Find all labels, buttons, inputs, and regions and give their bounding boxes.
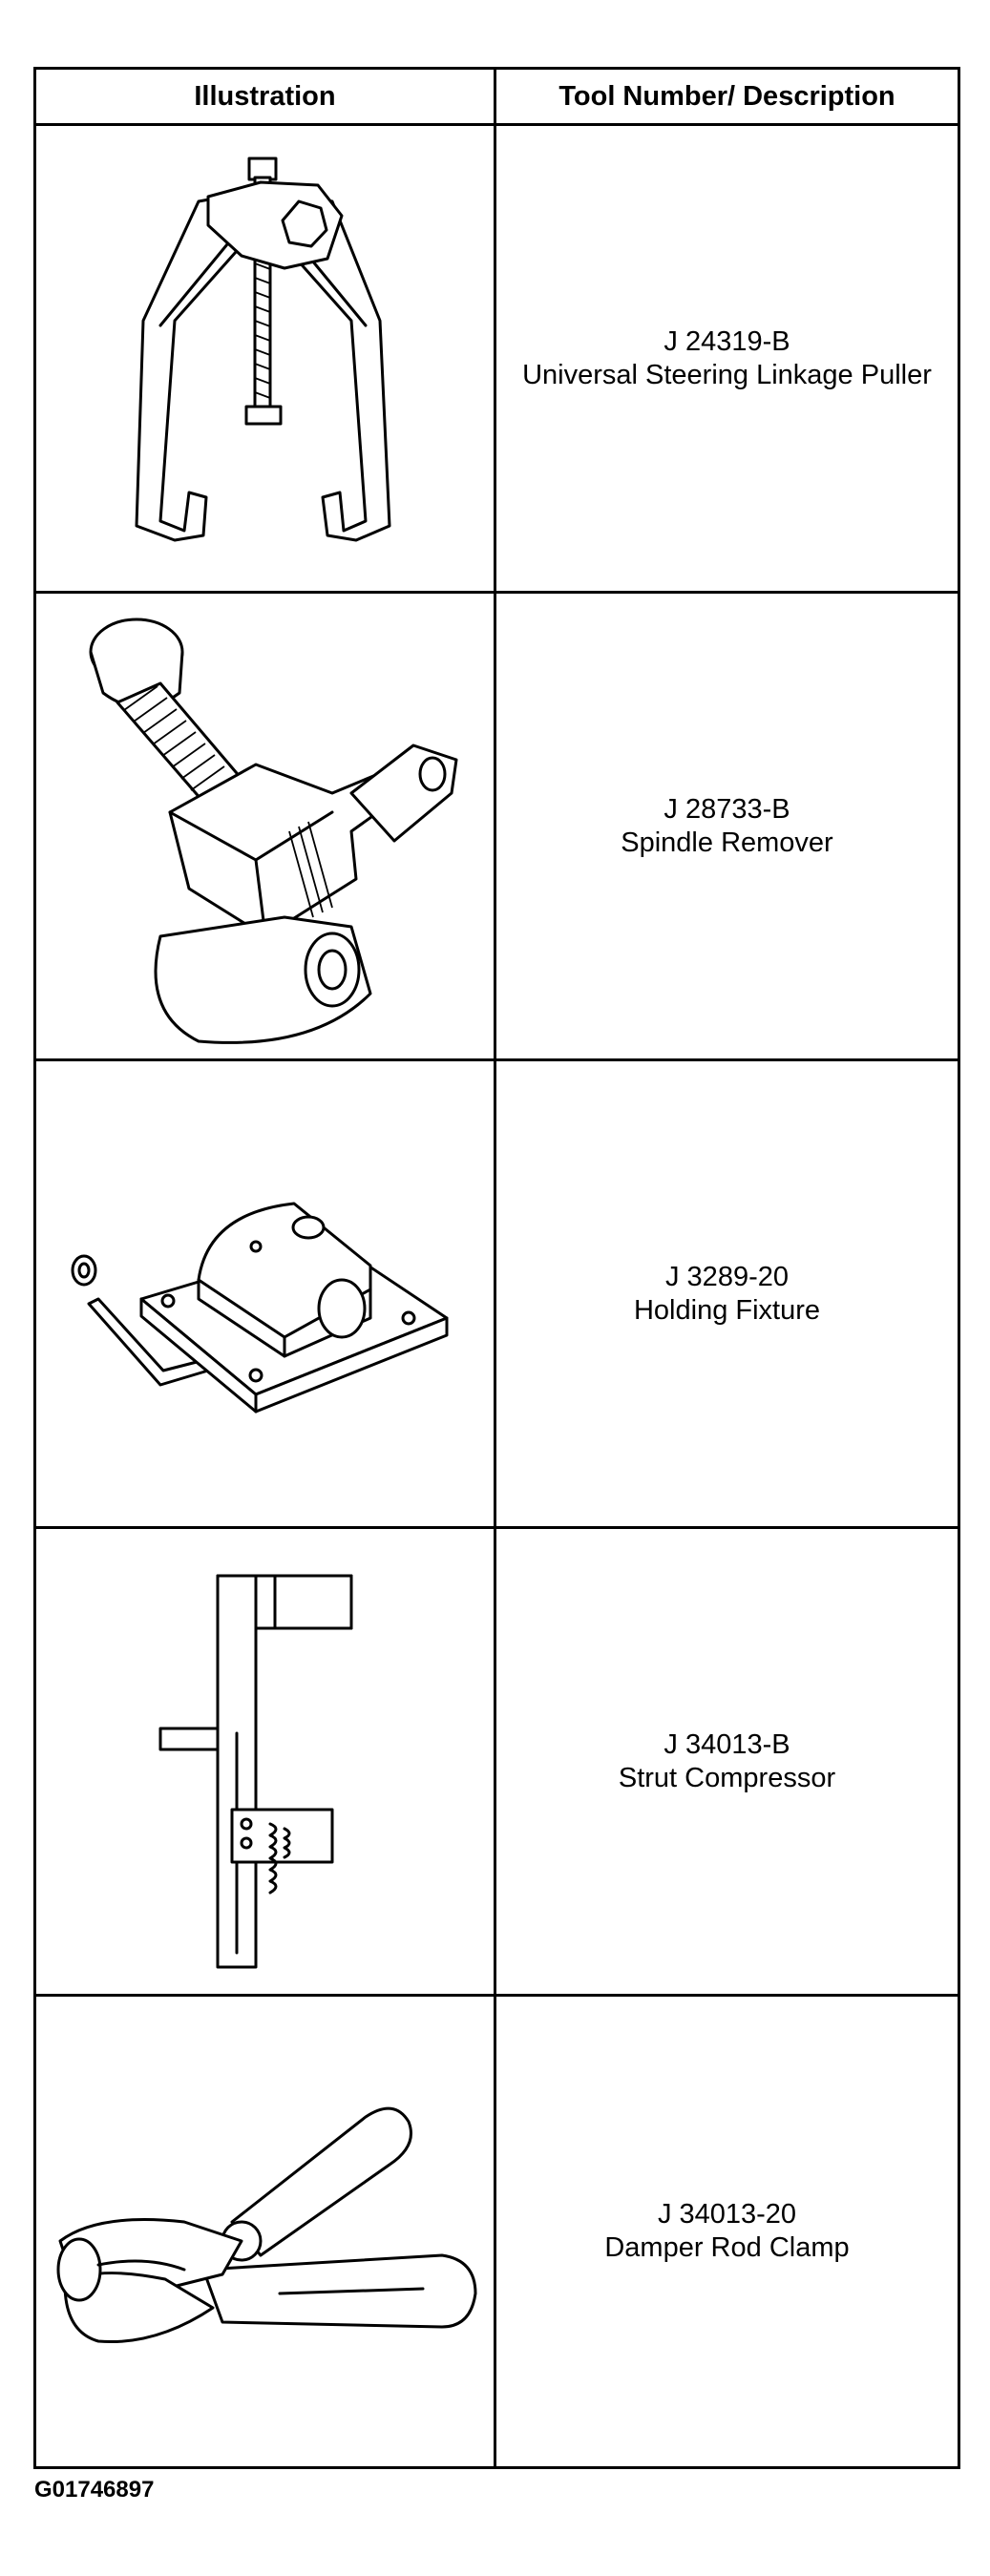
tool-description-cell: J 34013-B Strut Compressor [494, 1526, 960, 1997]
illustration-cell [33, 591, 496, 1061]
table-row: J 28733-B Spindle Remover [33, 591, 960, 1061]
damper-rod-clamp-icon [56, 2106, 476, 2344]
tool-description-cell: J 34013-20 Damper Rod Clamp [494, 1994, 960, 2469]
table-row: J 3289-20 Holding Fixture [33, 1058, 960, 1529]
figure-id: G01746897 [34, 2477, 155, 2503]
header-illustration: Illustration [33, 67, 496, 126]
tool-table: Illustration Tool Number/ Description [33, 67, 960, 2469]
steering-linkage-puller-icon [135, 157, 390, 541]
tool-number: J 24319-B [664, 325, 790, 357]
tool-number: J 34013-B [664, 1728, 790, 1760]
strut-compressor-icon [158, 1574, 352, 1968]
tool-description-cell: J 28733-B Spindle Remover [494, 591, 960, 1061]
tool-number: J 34013-20 [657, 2199, 797, 2230]
spindle-remover-icon [89, 618, 457, 1044]
header-row: Illustration Tool Number/ Description [33, 67, 960, 126]
tool-description-cell: J 24319-B Universal Steering Linkage Pul… [494, 123, 960, 594]
illustration-cell [33, 1994, 496, 2469]
table-row: J 34013-B Strut Compressor [33, 1526, 960, 1997]
tool-description-cell: J 3289-20 Holding Fixture [494, 1058, 960, 1529]
tool-number: J 3289-20 [665, 1261, 789, 1292]
table-row: J 34013-20 Damper Rod Clamp [33, 1994, 960, 2469]
illustration-cell [33, 123, 496, 594]
holding-fixture-icon [71, 1202, 448, 1413]
tool-description: Strut Compressor [618, 1762, 836, 1793]
tool-description: Universal Steering Linkage Puller [522, 359, 932, 390]
illustration-cell [33, 1526, 496, 1997]
tool-description: Spindle Remover [621, 827, 833, 858]
header-tool-number-description: Tool Number/ Description [494, 67, 960, 126]
tool-number: J 28733-B [664, 793, 790, 825]
tool-description: Holding Fixture [633, 1294, 821, 1326]
tool-description: Damper Rod Clamp [604, 2232, 850, 2263]
table-row: J 24319-B Universal Steering Linkage Pul… [33, 123, 960, 594]
illustration-cell [33, 1058, 496, 1529]
